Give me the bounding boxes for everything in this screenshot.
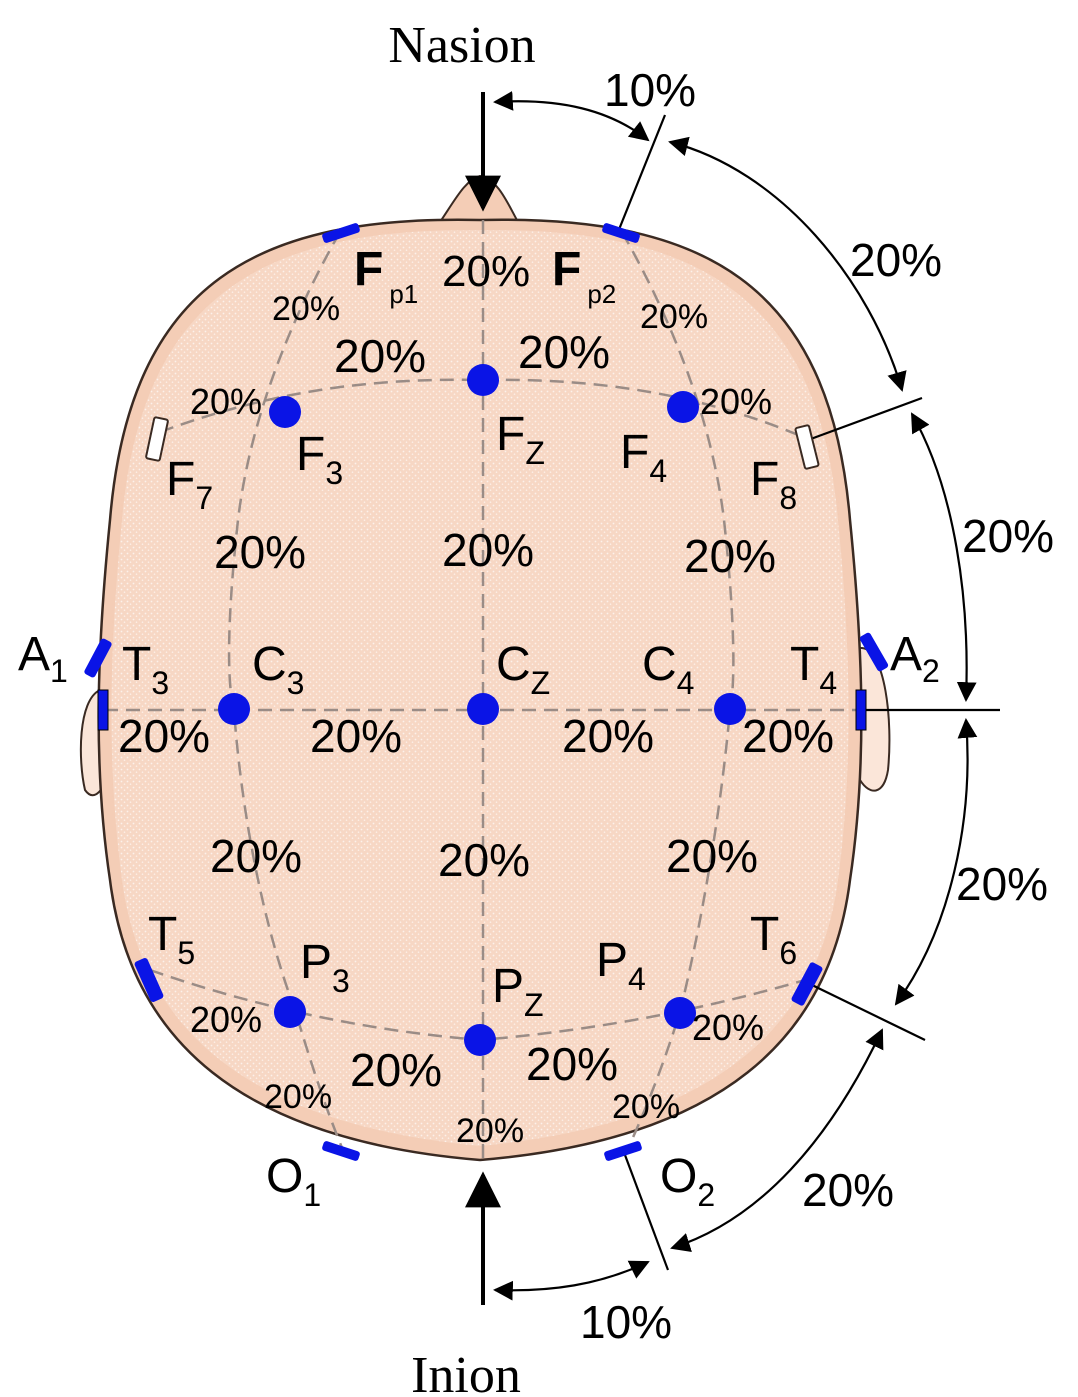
pct-c4-t4: 20%: [742, 710, 834, 762]
nasion-label: Nasion: [388, 17, 535, 74]
electrode-pz-dot: [464, 1024, 496, 1056]
electrode-f7-marker: [145, 416, 169, 462]
electrode-o2-marker: [604, 1141, 642, 1161]
label-f4: F4: [620, 426, 667, 489]
electrode-f8-marker: [794, 424, 820, 470]
pct-f3-c3: 20%: [214, 526, 306, 578]
electrode-f4-dot: [667, 391, 699, 423]
pct-fz-f4: 20%: [518, 326, 610, 378]
pct-t3-c3: 20%: [118, 710, 210, 762]
electrode-t4-marker: [855, 689, 867, 731]
label-o2: O2: [660, 1150, 715, 1213]
label-p4: P4: [596, 934, 646, 997]
pct-c3-cz: 20%: [310, 710, 402, 762]
pct-fz-cz: 20%: [442, 524, 534, 576]
pct-t5-p3: 20%: [190, 999, 262, 1040]
pct-cz-c4: 20%: [562, 710, 654, 762]
pct-p4-t6: 20%: [692, 1007, 764, 1048]
electrode-fz-dot: [467, 364, 499, 396]
percentage-labels: 10% 10% 20% 20% 20% 20% 20% 20% 20% 20% …: [118, 64, 1054, 1348]
label-t3: T3: [122, 638, 169, 701]
pct-top-10: 10%: [604, 64, 696, 116]
pct-pz-p4: 20%: [526, 1038, 618, 1090]
pct-bottom-10: 10%: [580, 1296, 672, 1348]
electrode-t5-marker: [134, 958, 164, 1002]
label-fz: FZ: [496, 408, 545, 471]
pct-o-mid: 20%: [456, 1112, 524, 1150]
label-t6: T6: [750, 908, 797, 971]
label-a2: A2: [890, 628, 940, 689]
pct-outer-1: 20%: [850, 234, 942, 286]
pct-o1-rim: 20%: [264, 1078, 332, 1116]
pct-p3-pz: 20%: [350, 1044, 442, 1096]
nose: [438, 174, 520, 223]
pct-f4-c4: 20%: [684, 530, 776, 582]
label-cz: CZ: [496, 638, 550, 701]
electrode-p3-dot: [274, 996, 306, 1028]
label-f8: F8: [750, 453, 797, 516]
pct-fp1-rim: 20%: [272, 290, 340, 328]
electrode-o1-marker: [322, 1141, 360, 1161]
electrode-a1-marker: [84, 638, 112, 678]
label-a1: A1: [18, 628, 68, 689]
label-pz: PZ: [492, 960, 544, 1023]
electrode-cz-dot: [467, 693, 499, 725]
pct-f4-f8: 20%: [700, 381, 772, 422]
pct-outer-3: 20%: [956, 858, 1048, 910]
electrode-fp1-marker: [322, 223, 360, 243]
dot-electrodes: [218, 364, 746, 1056]
electrode-fp2-marker: [602, 223, 640, 243]
pct-fp-mid: 20%: [442, 247, 530, 296]
label-t4: T4: [790, 638, 837, 701]
measurement-arrows: [465, 91, 1000, 1305]
pct-c4-p4: 20%: [666, 830, 758, 882]
label-f7: F7: [166, 453, 213, 516]
pct-outer-4: 20%: [802, 1164, 894, 1216]
electrode-c4-dot: [714, 693, 746, 725]
electrode-f3-dot: [269, 396, 301, 428]
label-p3: P3: [300, 936, 350, 999]
pct-c3-p3: 20%: [210, 830, 302, 882]
electrode-p4-dot: [664, 997, 696, 1029]
scalp-texture: [111, 229, 849, 1147]
label-c3: C3: [252, 638, 304, 701]
pct-cz-pz: 20%: [438, 834, 530, 886]
electrode-t6-marker: [791, 962, 823, 1006]
inion-label: Inion: [411, 1347, 521, 1397]
label-t5: T5: [148, 908, 195, 971]
label-c4: C4: [642, 638, 694, 701]
pct-f3-fz: 20%: [334, 330, 426, 382]
electrode-c3-dot: [218, 693, 250, 725]
pct-f7-f3: 20%: [190, 381, 262, 422]
rim-electrodes: [84, 223, 889, 1161]
pct-o2-rim: 20%: [612, 1088, 680, 1126]
electrode-a2-marker: [859, 632, 889, 672]
pct-fp2-rim: 20%: [640, 298, 708, 336]
electrode-t3-marker: [97, 689, 109, 731]
label-f3: F3: [296, 428, 343, 491]
pct-outer-2: 20%: [962, 510, 1054, 562]
label-o1: O1: [266, 1150, 321, 1213]
